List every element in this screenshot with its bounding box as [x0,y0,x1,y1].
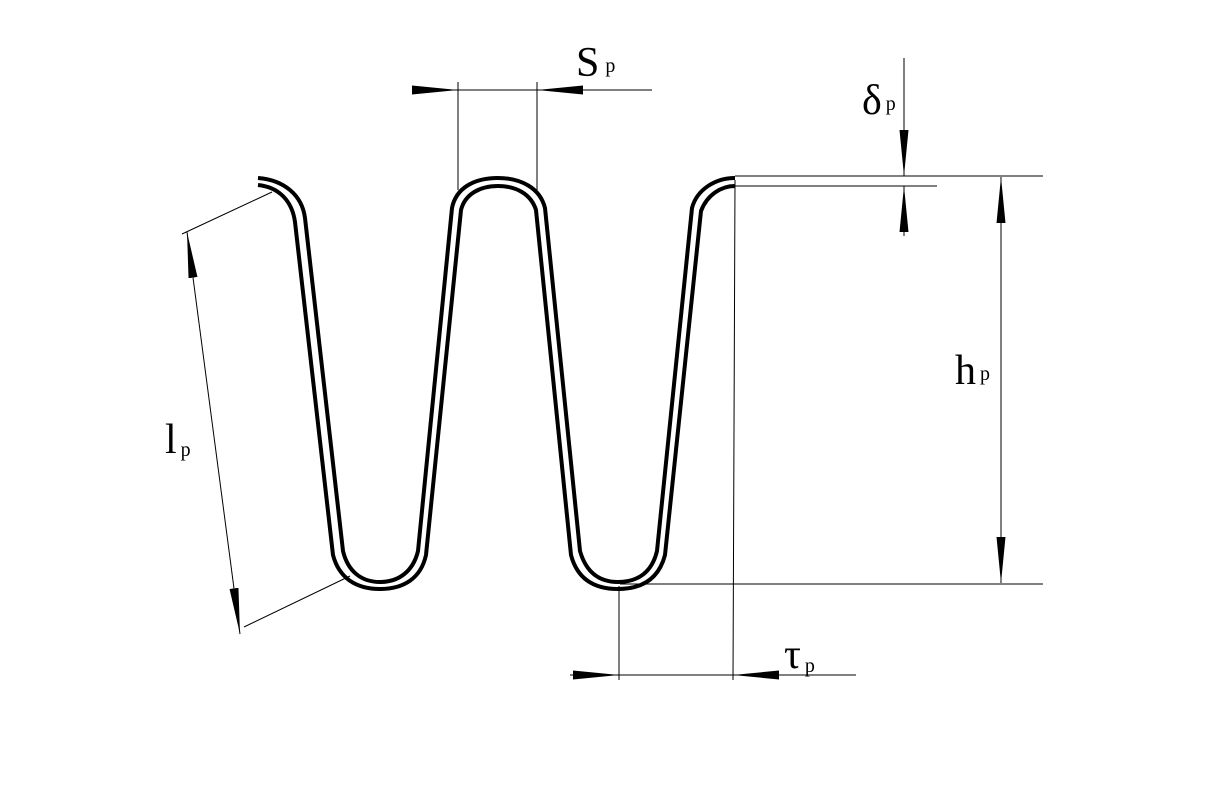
offset-extension-right [732,179,736,681]
dimension-lines [186,58,1006,680]
length-dimension [186,231,241,635]
length-extension-bottom [243,575,351,628]
corrugated-profile [257,176,736,591]
profile-outer-wall [257,176,736,584]
profile-inner-wall [257,183,736,591]
length-extension-top [181,191,273,235]
extension-lines [181,82,1043,681]
